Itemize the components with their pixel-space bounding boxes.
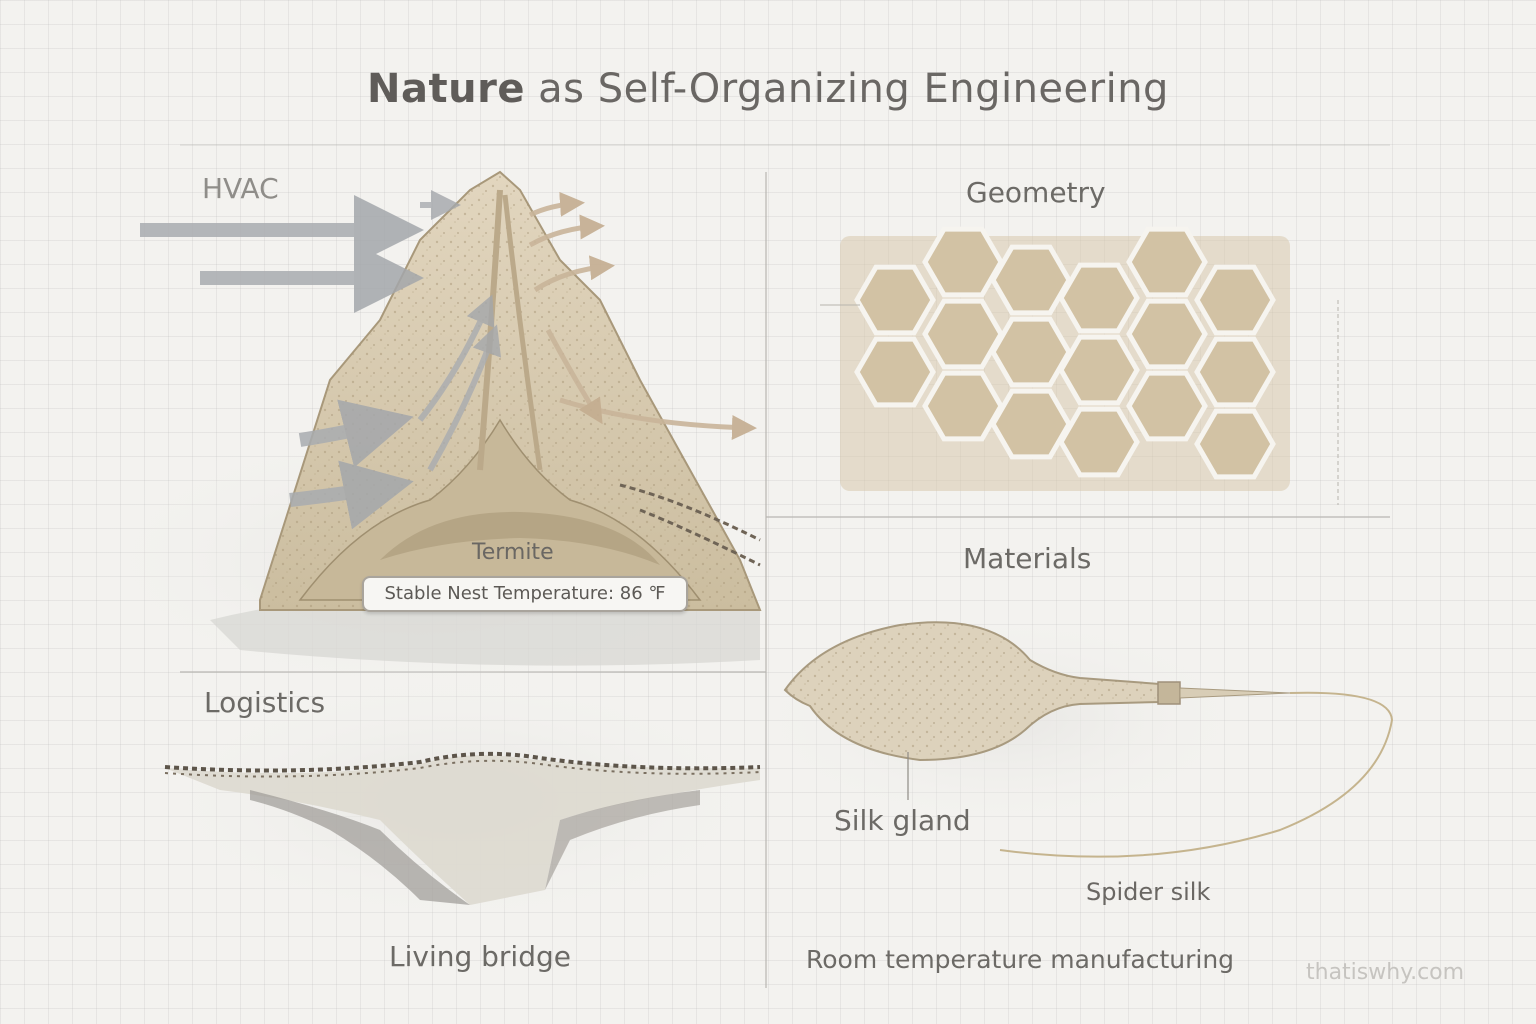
silk-gland-label: Silk gland	[834, 804, 971, 837]
honeycomb-cell	[990, 244, 1072, 316]
honeycomb-illustration	[820, 226, 1339, 505]
page-title: Nature as Self-Organizing Engineering	[367, 66, 1169, 112]
honeycomb-cell	[1126, 226, 1208, 298]
living-bridge-caption: Living bridge	[389, 940, 571, 973]
honeycomb-cell	[1058, 334, 1140, 406]
spider-silk-label: Spider silk	[1086, 878, 1211, 906]
honeycomb-cell	[1194, 336, 1276, 408]
honeycomb-cell	[990, 316, 1072, 388]
honeycomb-cell	[922, 226, 1004, 298]
geometry-heading: Geometry	[966, 176, 1106, 209]
nest-temperature-badge: Stable Nest Temperature: 86 ℉	[362, 576, 688, 612]
site-watermark: thatiswhy.com	[1306, 960, 1465, 985]
hvac-heading: HVAC	[202, 172, 279, 205]
honeycomb-cell	[1058, 262, 1140, 334]
honeycomb-cell	[854, 336, 936, 408]
honeycomb-cell	[854, 264, 936, 336]
honeycomb-cell	[1126, 298, 1208, 370]
honeycomb-cell	[1194, 264, 1276, 336]
termite-label: Termite	[472, 540, 554, 565]
termite-mound-illustration	[80, 170, 762, 700]
honeycomb-cell	[1058, 406, 1140, 478]
honeycomb-cell	[922, 298, 1004, 370]
silk-gland-illustration	[740, 610, 1394, 858]
honeycomb-cell	[990, 388, 1072, 460]
living-bridge-illustration	[140, 670, 780, 930]
materials-heading: Materials	[963, 542, 1092, 575]
materials-caption: Room temperature manufacturing	[806, 945, 1235, 974]
honeycomb-cell	[1194, 408, 1276, 480]
honeycomb-cell	[1126, 370, 1208, 442]
logistics-heading: Logistics	[204, 686, 326, 719]
honeycomb-cell	[922, 370, 1004, 442]
